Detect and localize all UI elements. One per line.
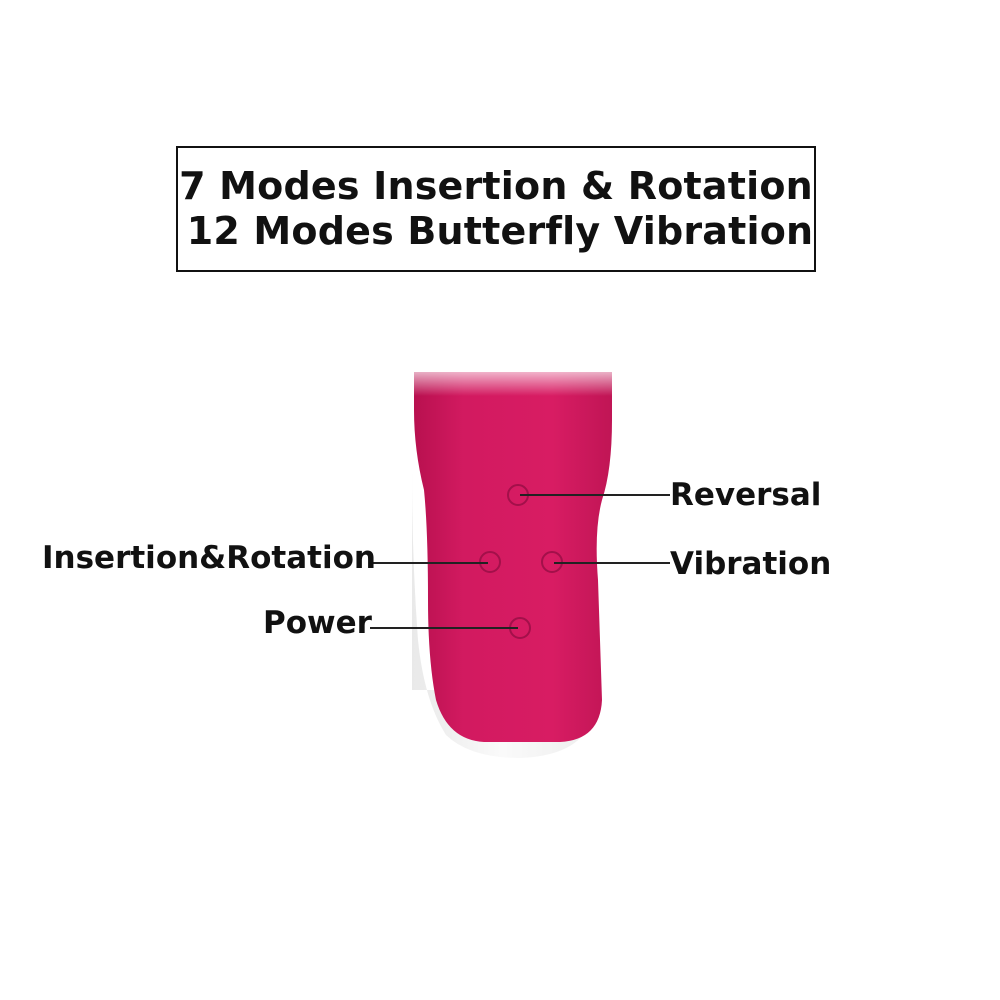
- leader-power: [370, 627, 518, 629]
- title-line-1: 7 Modes Insertion & Rotation: [179, 164, 813, 208]
- title-box: 7 Modes Insertion & Rotation 12 Modes Bu…: [176, 146, 816, 272]
- label-insertion-rotation: Insertion&Rotation: [42, 540, 376, 576]
- label-power: Power: [263, 605, 372, 641]
- leader-reversal: [520, 494, 670, 496]
- leader-insertion: [370, 562, 488, 564]
- label-reversal: Reversal: [670, 477, 822, 513]
- title-line-2: 12 Modes Butterfly Vibration: [186, 209, 814, 253]
- handle-body: [414, 372, 612, 742]
- label-vibration: Vibration: [670, 546, 832, 582]
- leader-vibration: [554, 562, 670, 564]
